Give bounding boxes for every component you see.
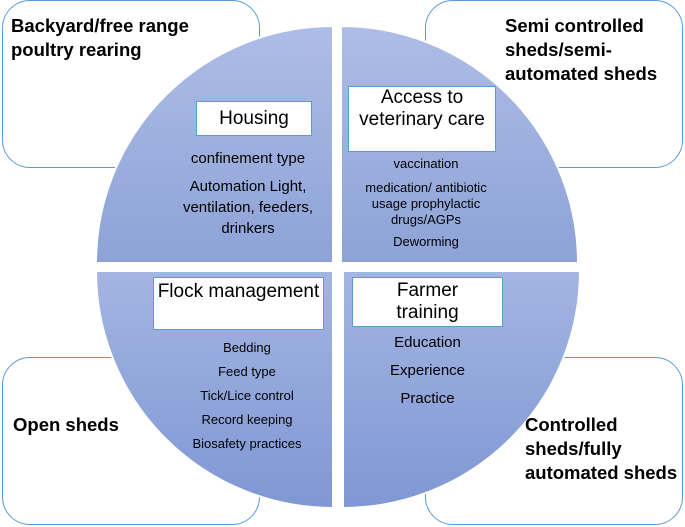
quadrant-training: [342, 270, 582, 510]
flock-item: Tick/Lice control: [200, 388, 294, 403]
training-items: Education Experience Practice: [352, 329, 503, 413]
training-title: Farmer training: [396, 280, 459, 323]
housing-item: Automation Light, ventilation, feeders, …: [182, 178, 314, 237]
flock-items: Bedding Feed type Tick/Lice control Reco…: [167, 336, 327, 456]
flock-item: Feed type: [218, 364, 276, 379]
training-title-box: Farmer training: [352, 277, 503, 327]
training-item: Experience: [389, 362, 466, 379]
veterinary-item: medication/ antibiotic usage prophylacti…: [365, 180, 487, 227]
veterinary-title: Access to veterinary care: [359, 87, 485, 130]
housing-title: Housing: [219, 108, 289, 129]
flock-item: Record keeping: [201, 412, 293, 427]
flock-item: Biosafety practices: [192, 436, 302, 451]
corner-label-bottom-right: Controlled sheds/fully automated sheds: [525, 414, 678, 483]
corner-label-top-right: Semi controlled sheds/semi-automated she…: [505, 15, 658, 84]
veterinary-title-box: Access to veterinary care: [348, 86, 496, 152]
training-item: Education: [394, 334, 461, 351]
quadrant-flock: [94, 270, 334, 510]
flock-item: Bedding: [223, 340, 271, 355]
training-item: Practice: [400, 390, 455, 407]
quadrant-housing: [94, 24, 334, 264]
corner-label-bottom-left: Open sheds: [13, 414, 119, 435]
flock-title-box: Flock management: [153, 277, 324, 330]
housing-title-box: Housing: [196, 101, 312, 136]
veterinary-item: vaccination: [393, 156, 459, 171]
housing-items: confinement type Automation Light, venti…: [168, 148, 328, 239]
veterinary-items: vaccination medication/ antibiotic usage…: [346, 156, 506, 250]
housing-item: confinement type: [190, 150, 306, 167]
veterinary-item: Deworming: [393, 234, 459, 249]
corner-label-top-left: Backyard/free range poultry rearing: [11, 15, 189, 60]
flock-title: Flock management: [157, 281, 320, 302]
